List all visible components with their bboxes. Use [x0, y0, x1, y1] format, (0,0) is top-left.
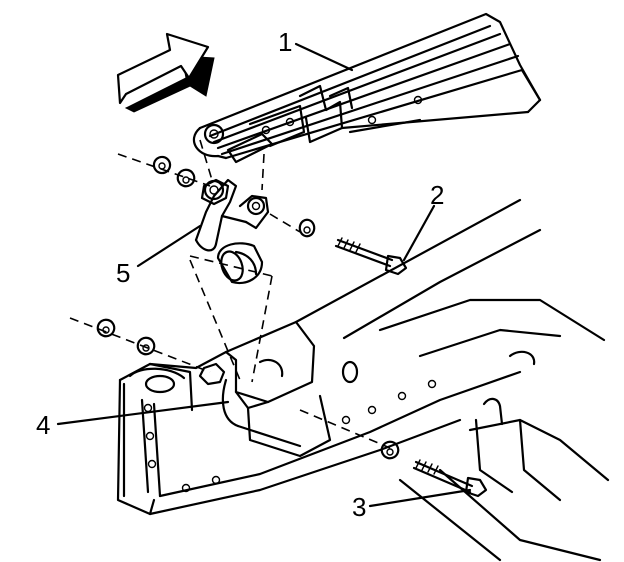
- frame-rail: [116, 198, 610, 562]
- upper-bolt: [298, 218, 408, 276]
- lower-nuts-washers: [96, 318, 226, 386]
- leaf-spring: [192, 12, 542, 164]
- callout-3: 3: [352, 492, 366, 522]
- callout-2: 2: [430, 180, 444, 210]
- lower-bolt: [380, 440, 488, 498]
- callout-4: 4: [36, 410, 50, 440]
- leader-lines: [56, 42, 472, 508]
- callout-1: 1: [278, 27, 292, 57]
- alignment-lines: [69, 139, 391, 449]
- callout-5: 5: [116, 258, 130, 288]
- shackle-assembly: [194, 178, 270, 285]
- upper-nuts-washers: [152, 155, 230, 206]
- direction-arrow-icon: [116, 32, 215, 113]
